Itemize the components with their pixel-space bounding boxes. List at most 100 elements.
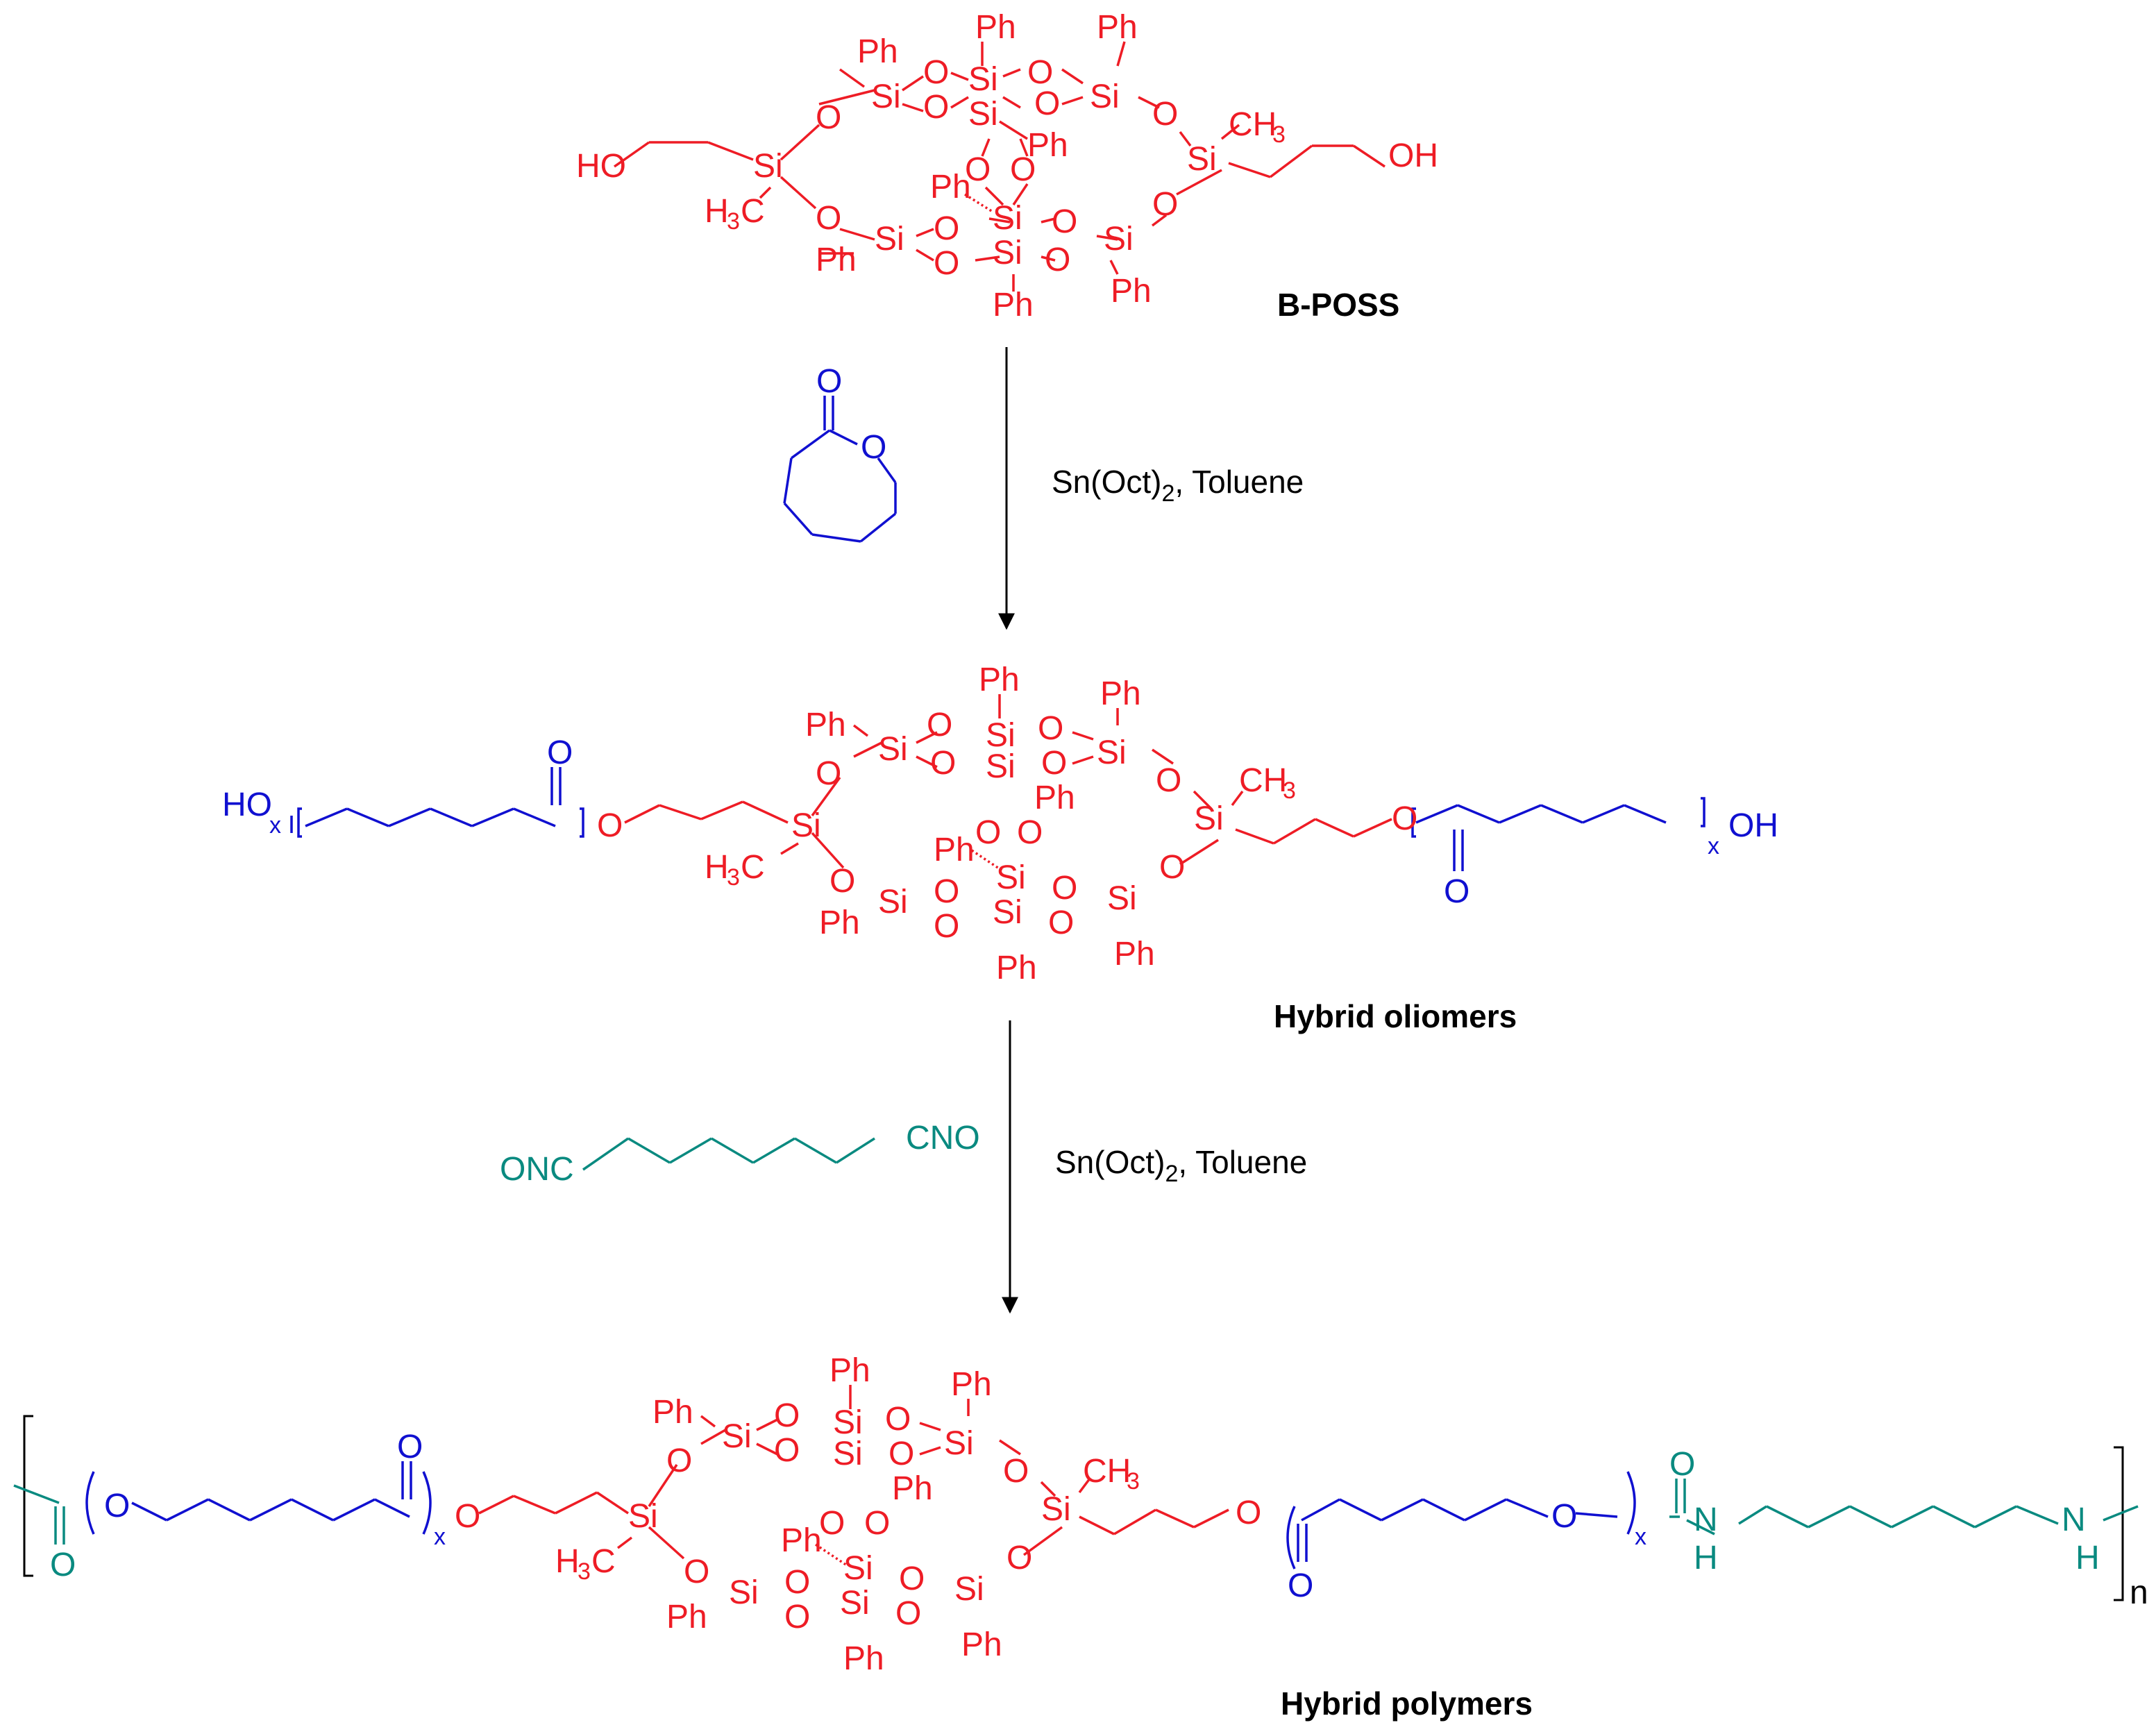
o-atom: O [975,814,1001,851]
urethane-h: H [2075,1540,2100,1576]
si-atom: Si [833,1436,863,1472]
si-atom: Si [843,1550,873,1587]
si-atom: Si [968,61,998,98]
o-atom: O [934,908,959,945]
carbonyl-o: O [1288,1567,1313,1604]
methyl-sub: 3 [1272,121,1286,148]
methyl-right: CH [1083,1453,1131,1490]
ester-o: O [455,1498,480,1535]
phenyl: Ph [892,1470,933,1507]
o-atom: O [934,245,959,282]
diisocyanate-reagent: ONC CNO [500,1120,980,1188]
o-atom: O [1045,242,1070,278]
caprolactone-reagent: O O [783,363,897,543]
o-atom: O [684,1554,709,1590]
phenyl: Ph [996,950,1037,986]
o-atom: O [666,1442,692,1479]
ester-o: O [1236,1495,1261,1531]
methyl-left: H [555,1543,580,1580]
si-atom: Si [722,1418,752,1455]
si-atom: Si [753,148,783,185]
o-atom: O [1017,814,1043,851]
repeat-x: x [434,1524,446,1550]
methyl-left: H [705,193,729,230]
phenyl: Ph [829,1352,870,1389]
o-atom: O [1041,745,1067,782]
o-atom: O [1003,1453,1029,1490]
o-atom: O [829,863,855,900]
phenyl: Ph [652,1394,693,1431]
methyl-sub: 3 [727,864,740,891]
phenyl: Ph [930,169,971,205]
si-atom: Si [968,96,998,133]
carbonyl-o: O [1669,1446,1695,1483]
si-atom: Si [628,1498,658,1535]
o-atom: O [1156,762,1181,799]
o-atom: O [1159,849,1185,886]
methyl-sub: 3 [1283,777,1296,804]
o-atom: O [1027,54,1053,91]
si-atom: Si [875,221,904,258]
conditions-1: Sn(Oct)2, Toluene [1052,464,1304,507]
hydroxyl-left: HO [576,148,626,185]
o-atom: O [1010,151,1036,188]
ester-o: O [1392,800,1417,837]
phenyl: Ph [1027,127,1068,164]
isocyanate-left: ONC [500,1151,574,1188]
si-atom: Si [993,200,1022,237]
o-atom: O [927,707,952,743]
o-atom: O [819,1505,845,1542]
methyl-left: H [705,849,729,886]
phenyl: Ph [993,287,1034,323]
phenyl: Ph [975,9,1016,46]
hydroxyl-right: OH [1388,137,1438,174]
o-atom: O [1152,96,1178,133]
methyl-sub: 3 [1127,1468,1140,1495]
methyl-right: CH [1239,762,1287,799]
si-atom: Si [1090,78,1120,115]
si-atom: Si [729,1574,759,1611]
si-atom: Si [986,717,1016,754]
o-atom: O [864,1505,890,1542]
si-atom: Si [871,78,901,115]
methyl-c: C [741,849,765,886]
o-atom: O [934,210,959,247]
step-2: ONC CNO Sn(Oct)2, Toluene [500,1020,1307,1314]
repeat-x-right: x [1708,833,1719,859]
o-atom: O [923,89,949,126]
phenyl: Ph [1100,675,1141,712]
urethane-n: N [2062,1501,2086,1538]
si-atom: Si [791,807,821,844]
o-atom: O [784,1599,810,1635]
si-atom: Si [986,748,1016,785]
o-atom: O [1034,85,1060,122]
hydroxyl-left: HO [222,786,272,823]
si-atom: Si [944,1425,974,1462]
methyl-sub: 3 [578,1558,591,1585]
phenyl: Ph [1097,9,1138,46]
o-atom: O [1038,710,1063,747]
repeat-x: x [1635,1524,1647,1550]
phenyl: Ph [1114,936,1155,973]
phenyl: Ph [666,1599,707,1635]
si-atom: Si [1041,1491,1071,1528]
si-atom: Si [833,1404,863,1441]
o-atom: O [816,99,841,136]
carbonyl-o: O [816,363,842,400]
hybrid-polymers-label: Hybrid polymers [1281,1685,1533,1722]
ester-o: O [1551,1498,1577,1535]
b-poss-structure: HO OH Si O O H 3 C Ph Si O O Ph Si Si O … [576,9,1438,323]
o-atom: O [899,1560,925,1597]
phenyl: Ph [805,707,846,743]
o-atom: O [774,1397,800,1434]
phenyl: Ph [961,1626,1002,1663]
step-1: O O Sn(Oct)2, Toluene [783,347,1304,630]
o-atom: O [885,1401,911,1438]
b-poss-label: B-POSS [1277,287,1399,323]
o-atom: O [895,1595,921,1632]
o-atom: O [1052,203,1077,240]
phenyl: Ph [934,832,975,868]
si-atom: Si [1187,141,1217,178]
o-atom: O [1052,870,1077,907]
o-atom: O [784,1564,810,1601]
